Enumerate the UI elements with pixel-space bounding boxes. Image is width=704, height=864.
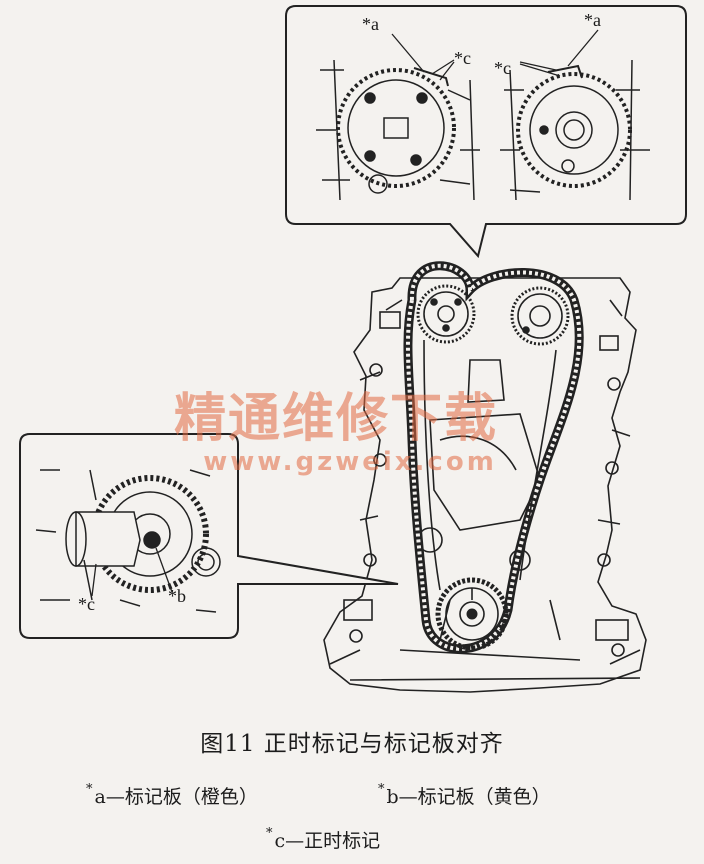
top-detail-callout: *a *c *a *c [285,5,687,259]
legend-mark: * [86,782,93,797]
legend-text: a—标记板（橙色） [94,786,258,808]
crank-sprocket [435,577,509,651]
legend-mark: * [378,782,385,797]
legend-item-a: *a—标记板（橙色） [86,782,258,809]
callout-label-a-right: *a [584,10,601,30]
legend-text: b—标记板（黄色） [386,786,551,808]
engine-block [323,277,647,693]
crank-sprocket-detail [35,469,221,613]
watermark-chinese: 精通维修下载 [174,389,498,449]
watermark-url: www.gzweix.com [203,447,497,477]
timing-chain [403,261,584,654]
callout-label-b-bottom: *b [168,586,186,606]
intake-cam-sprocket [416,284,476,344]
chain-guides [423,339,557,591]
callout-label-a-left: *a [362,14,379,34]
intake-sprocket-detail [316,59,480,201]
legend-mark: * [266,826,273,841]
bottom-leader-lines [91,547,173,597]
callout-label-c-left: *c [454,48,471,68]
crank-detail-callout: *c *b [19,433,399,639]
figure-caption: 图11 正时标记与标记板对齐 [200,731,504,757]
callout-label-c-bottom: *c [78,594,95,614]
top-leader-lines [391,29,599,81]
exhaust-sprocket-detail [500,59,650,201]
callout-label-c-right: *c [494,58,511,78]
exhaust-cam-sprocket [510,286,570,346]
legend-item-b: *b—标记板（黄色） [378,782,551,809]
legend-item-c: *c—正时标记 [266,826,380,853]
legend-text: c—正时标记 [274,830,381,852]
engine-timing-diagram: *a *c *a *c *c *b 精通维修下载 www.gzweix.com [19,5,687,693]
